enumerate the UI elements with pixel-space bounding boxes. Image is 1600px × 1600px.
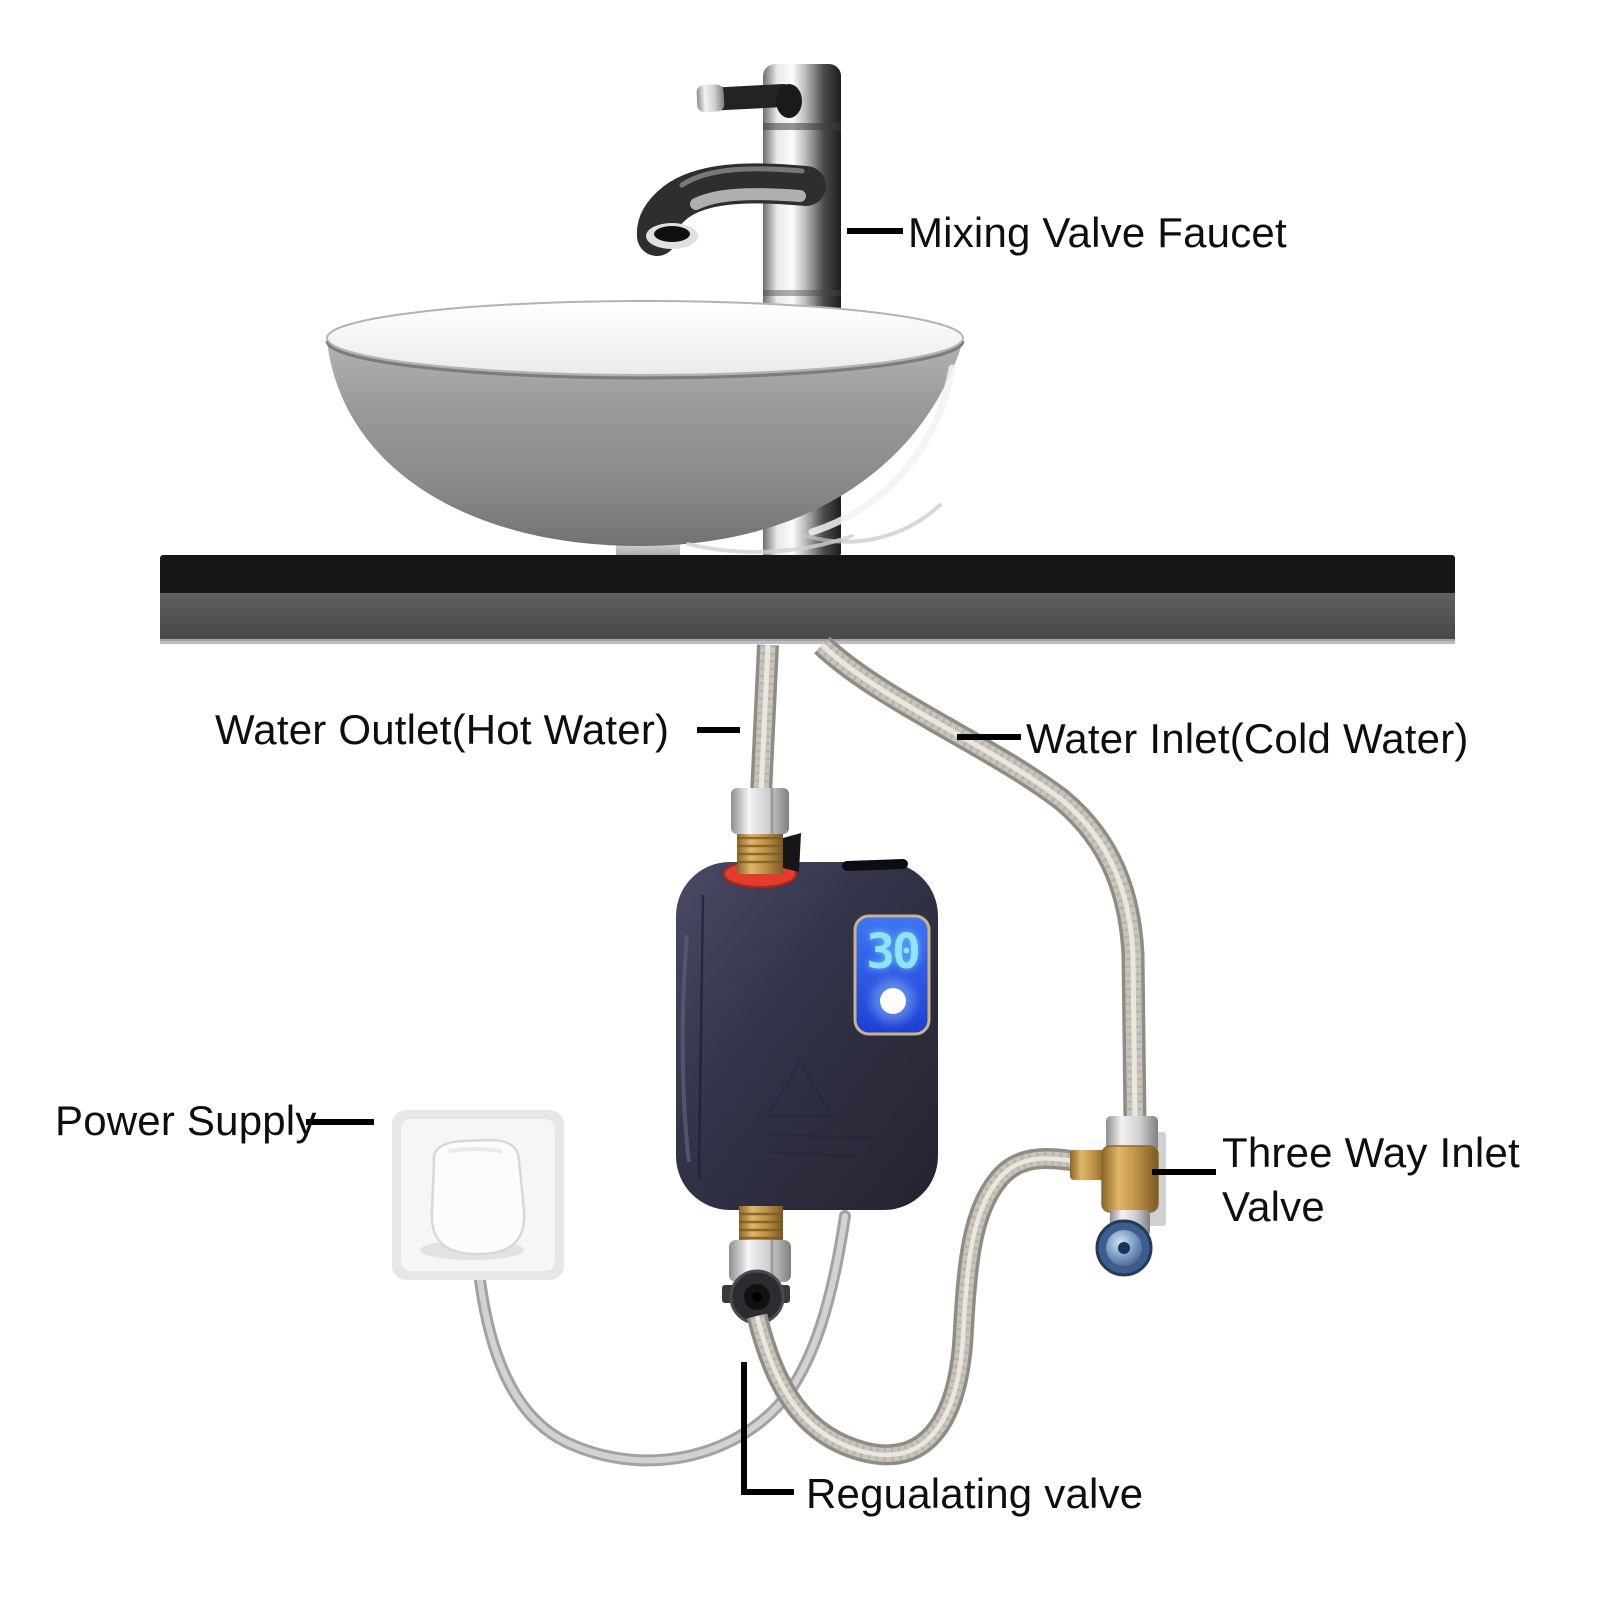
faucet-handle [696,84,794,113]
countertop [160,555,1455,644]
regulating-valve-illustration [722,1269,790,1325]
heater-body [676,862,938,1210]
label-three-way-line1: Three Way Inlet [1222,1129,1520,1176]
valve-top-nut [1106,1116,1158,1152]
countertop-bottom-edge [160,639,1455,644]
faucet-column-ring [763,123,841,130]
three-way-inlet-valve-illustration [1070,1116,1166,1277]
leader-regulating-valve [741,1362,794,1495]
leader-lines [306,228,1216,1495]
heater-seam [697,894,705,1179]
heater-edge-highlight [680,934,691,1163]
compression-nut-top [731,788,789,834]
valve-to-heater-hose [746,1148,1084,1466]
embossed-warning-marks [765,1059,877,1158]
heater-display [853,914,931,1036]
label-water-inlet: Water Inlet(Cold Water) [1026,715,1469,762]
cold-water-inlet-hose [814,636,1147,1125]
compression-nut-bottom [729,1240,791,1282]
power-cord [471,1210,851,1467]
bowl-wave-line [804,503,942,544]
heater-power-indicator [880,988,906,1014]
faucet-handle-joint [776,84,802,118]
sink-bowl [325,300,965,561]
tankless-water-heater [676,859,938,1210]
faucet-spout [636,163,826,256]
sink-bowl-body [327,341,963,546]
countertop-top-band [160,555,1455,595]
label-water-outlet: Water Outlet(Hot Water) [215,706,670,753]
bowl-highlight [808,364,956,536]
label-power-supply: Power Supply [55,1097,317,1144]
fitting-clip [783,833,801,872]
power-outlet-illustration [392,1110,564,1280]
heater-inlet-fitting [729,1206,791,1282]
label-three-way-line2: Valve [1222,1182,1325,1230]
heater-temperature-value: 30 [866,924,921,980]
faucet-column-ring [763,290,841,296]
label-three-way-inlet-valve: Three Way Inlet Valve [1222,1126,1520,1234]
power-plug [430,1138,526,1256]
countertop-front [160,593,1455,641]
label-regulating-valve: Regualating valve [806,1470,1144,1517]
label-mixing-valve-faucet: Mixing Valve Faucet [908,209,1287,256]
hot-water-outlet-hose [750,644,779,795]
heater-top-slot [842,859,908,871]
bowl-rim-shadow [325,340,965,380]
valve-left-port [1070,1150,1108,1180]
valve-tee-body [1101,1145,1159,1213]
sink-rim [326,300,964,376]
heater-outlet-fitting [723,788,801,888]
brass-thread-top [737,830,783,874]
